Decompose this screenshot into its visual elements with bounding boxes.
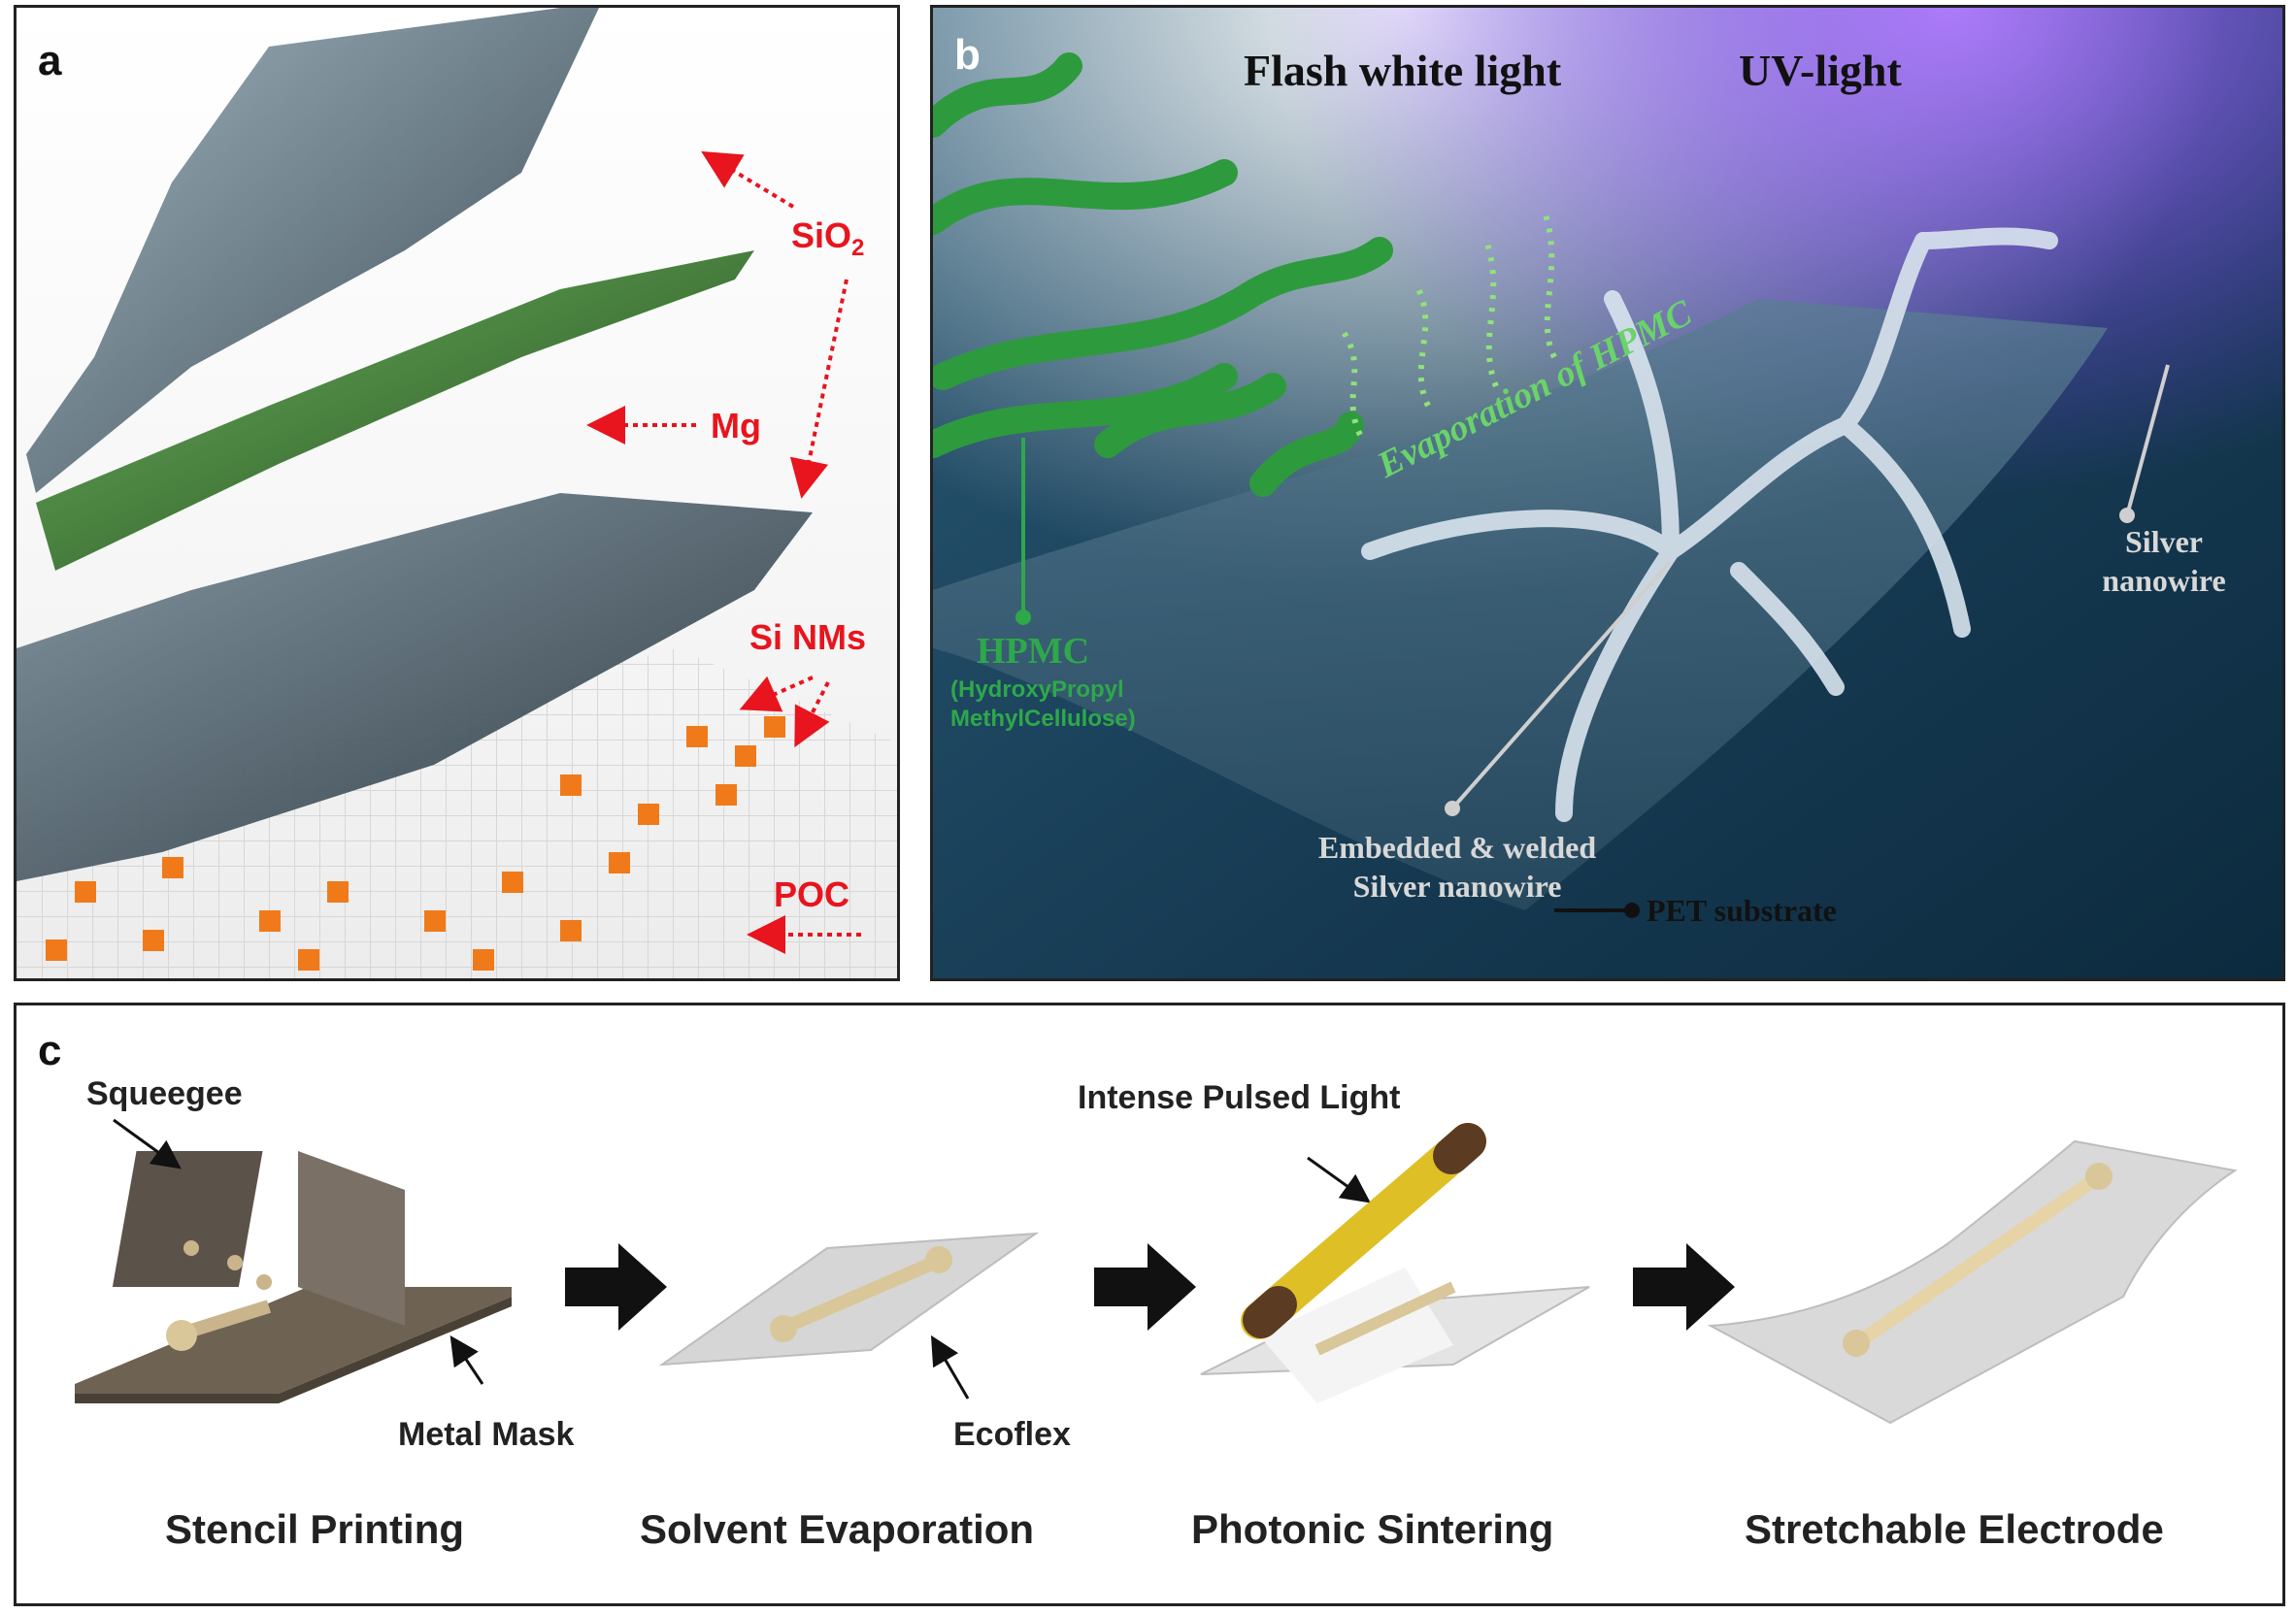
squeegee (112, 1151, 263, 1287)
embedded-pointer (1445, 559, 1673, 816)
hpmc-pointer (1015, 438, 1031, 625)
sio2-top-layer (26, 8, 599, 493)
hpmc-strands (933, 52, 1393, 497)
step-solvent-evaporation: Solvent Evaporation (640, 1506, 1035, 1552)
panel-b: b Flash white light UV-light Evaporation… (930, 5, 2285, 981)
poc-substrate (17, 648, 897, 978)
embedded-label: Embedded & welded Silver nanowire (1282, 828, 1632, 906)
panel-a-letter: a (38, 37, 62, 84)
uv-light-label: UV-light (1739, 46, 1902, 95)
evaporation-arrows (1338, 211, 1557, 437)
flash-white-light-label: Flash white light (1244, 46, 1562, 95)
stretchable-electrode-illustration (1707, 1139, 2238, 1425)
pet-substrate-label: PET substrate (1647, 893, 1837, 928)
sio2-label: SiO2 (791, 215, 865, 262)
poc-label: POC (774, 874, 850, 914)
silver-label-line1: Silver (2125, 524, 2203, 559)
embedded-label-line2: Silver nanowire (1352, 869, 1562, 904)
poc-blocks (46, 716, 785, 971)
pet-pointer (1554, 903, 1640, 918)
hpmc-label: HPMC (HydroxyPropyl MethylCellulose) (950, 629, 1136, 734)
sio2-subscript: 2 (851, 235, 865, 262)
squeegee-label: Squeegee (86, 1075, 243, 1112)
step-stretchable-electrode: Stretchable Electrode (1745, 1506, 2164, 1552)
silver-nanowire-label: Silver nanowire (2086, 522, 2242, 600)
panel-c: c Squeegee Metal Mask Ecoflex Intense Pu… (14, 1003, 2285, 1606)
process-arrow-1 (565, 1243, 667, 1331)
pulsed-light-lamp (1241, 1123, 1486, 1339)
panel-b-letter: b (954, 31, 981, 79)
metal-mask-label: Metal Mask (398, 1416, 575, 1453)
photonic-sintering-illustration (1200, 1123, 1590, 1403)
stencil-printing-illustration (75, 1151, 512, 1403)
hpmc-title: HPMC (976, 631, 1090, 672)
intense-pulsed-light-label: Intense Pulsed Light (1078, 1079, 1401, 1116)
embedded-label-line1: Embedded & welded (1317, 830, 1597, 865)
pet-substrate (933, 299, 2108, 910)
mg-layer (36, 250, 754, 571)
solvent-evaporation-illustration (658, 1232, 1040, 1367)
mg-label: Mg (711, 406, 761, 445)
metal-mask (75, 1287, 512, 1394)
panel-a-illustration (17, 8, 897, 978)
panel-b-illustration (933, 8, 2282, 978)
panel-c-letter: c (38, 1027, 62, 1074)
process-arrow-3 (1633, 1243, 1735, 1331)
si-nms-label: Si NMs (749, 617, 867, 657)
silver-label-line2: nanowire (2102, 563, 2226, 598)
process-arrow-2 (1094, 1243, 1196, 1331)
step-stencil-printing: Stencil Printing (165, 1506, 465, 1552)
panel-a: a SiO2 Mg Si NMs POC (14, 5, 900, 981)
hpmc-desc-line2: MethylCellulose) (950, 705, 1136, 732)
silver-pointer (2119, 364, 2170, 523)
hpmc-desc-line1: (HydroxyPropyl (950, 675, 1124, 703)
sio2-bottom-layer (17, 493, 813, 881)
step-photonic-sintering: Photonic Sintering (1191, 1506, 1554, 1552)
panel-c-illustration (75, 1118, 2238, 1425)
ecoflex-label: Ecoflex (953, 1416, 1071, 1453)
process-arrows (565, 1243, 1735, 1331)
